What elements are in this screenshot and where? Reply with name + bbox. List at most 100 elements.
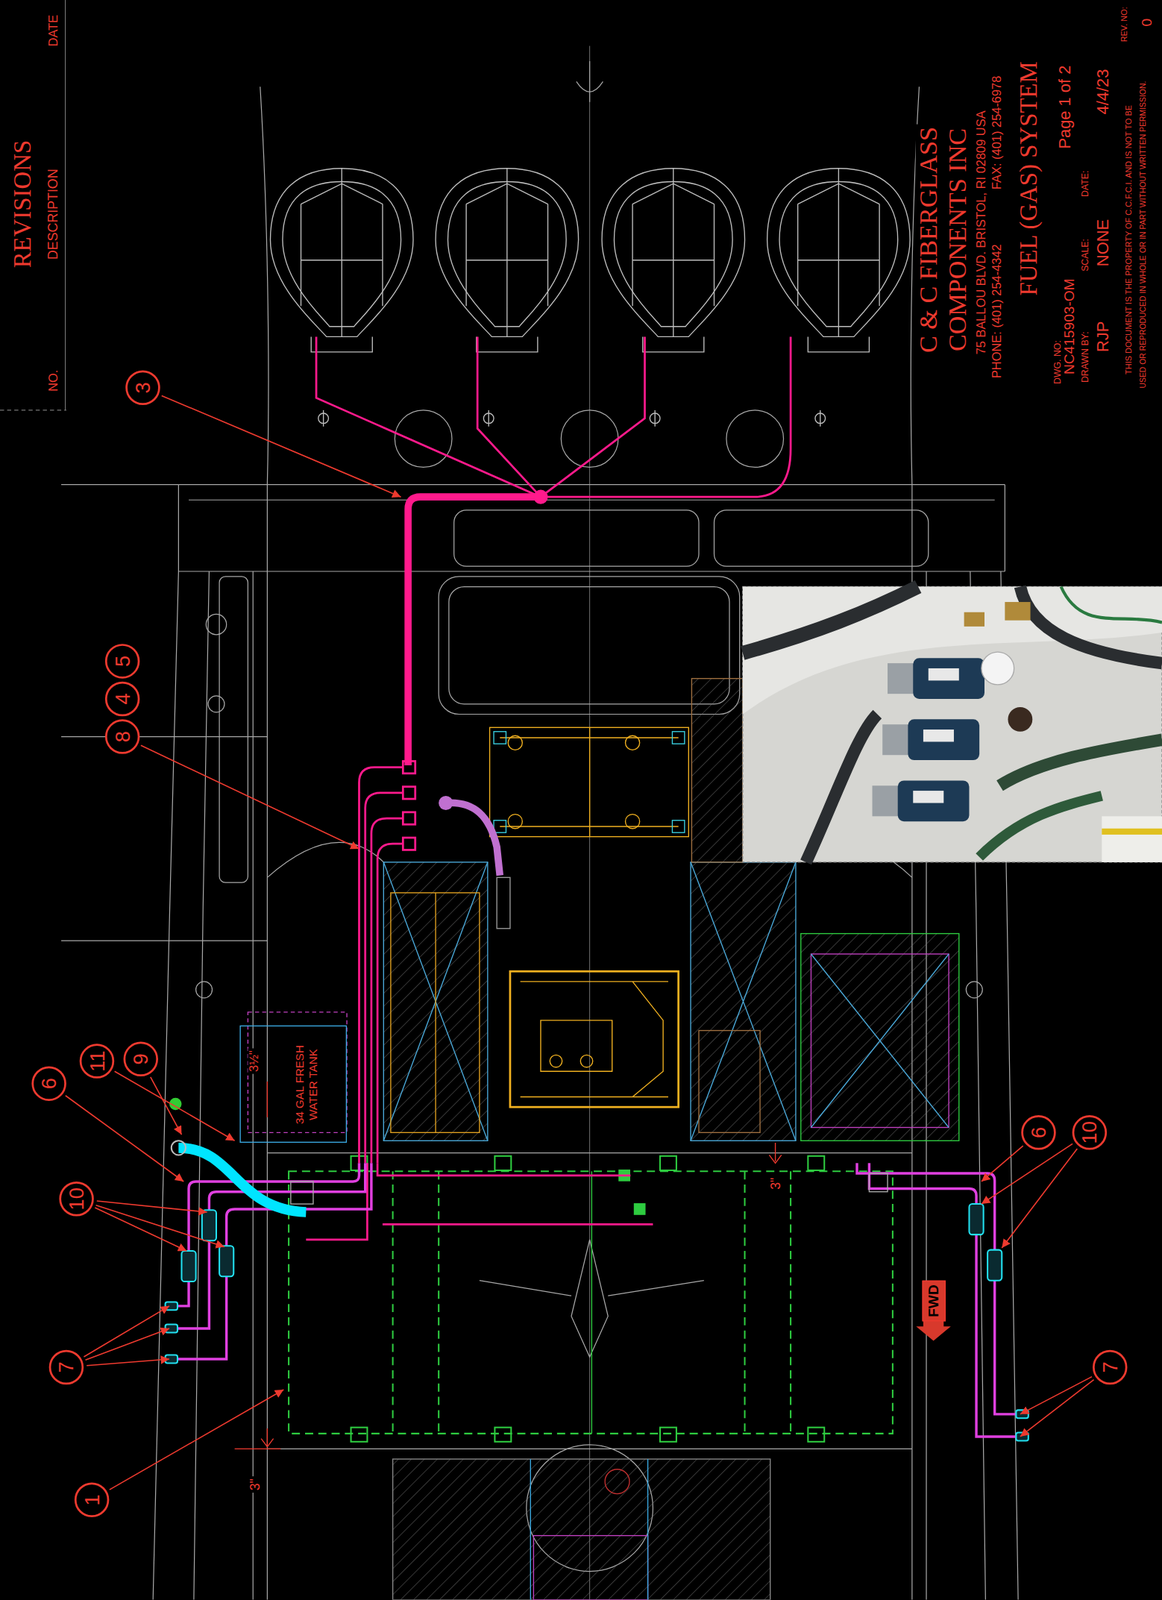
fuel-tank xyxy=(807,1156,825,1171)
callout-number: 5 xyxy=(105,643,141,679)
leader-line xyxy=(114,1071,235,1141)
inset-photo xyxy=(907,718,980,760)
company-name: C & C FIBERGLASS xyxy=(915,124,942,356)
callout-text: 6 xyxy=(38,1077,59,1089)
equipment-outline xyxy=(625,735,640,750)
fuel-line xyxy=(377,843,403,1163)
water-separator-filter xyxy=(968,1203,984,1235)
equipment-outline xyxy=(691,678,743,863)
dimension-line xyxy=(234,1081,782,1449)
callout-text: 6 xyxy=(1028,1126,1049,1139)
fuel-line xyxy=(477,336,541,497)
field-value: 4/4/23 xyxy=(1094,67,1112,117)
equipment-outline xyxy=(698,1030,760,1133)
leader-line xyxy=(85,1328,171,1360)
revision-column: NO. xyxy=(46,367,59,394)
hull-outline xyxy=(714,510,929,567)
inset-photo xyxy=(742,586,1162,863)
equipment-outline xyxy=(690,862,796,1141)
inset-photo xyxy=(1007,707,1033,732)
equipment-outline xyxy=(434,892,436,1133)
dimension: 3" xyxy=(768,1175,783,1192)
callout-number: 7 xyxy=(1092,1349,1128,1386)
leader-line xyxy=(86,1358,170,1366)
fuel-tank xyxy=(634,1203,646,1215)
dimension: 3½" xyxy=(247,1048,260,1074)
inset-photo xyxy=(882,724,911,755)
fuel-tank xyxy=(660,1156,677,1171)
fuel-tank xyxy=(351,1427,368,1442)
water-separator-filter xyxy=(165,1301,178,1310)
outboard-engine xyxy=(269,168,414,427)
disclaimer: THIS DOCUMENT IS THE PROPERTY OF C.C.F.C… xyxy=(1125,102,1134,376)
equipment-outline xyxy=(383,862,488,1141)
water-separator-filter xyxy=(165,1323,178,1333)
dimension-line xyxy=(234,1428,282,1449)
equipment-outline xyxy=(390,892,480,1133)
equipment-outline xyxy=(393,1458,771,1600)
callout-text: 10 xyxy=(66,1187,87,1210)
disclaimer: USED OR REPRODUCED IN WHOLE OR IN PART W… xyxy=(1139,79,1148,391)
leader-line xyxy=(109,1389,284,1490)
fuel-tank xyxy=(660,1427,677,1442)
equipment-outline xyxy=(520,981,669,1098)
inset-photo xyxy=(981,651,1015,685)
fill-hose xyxy=(178,1147,306,1212)
hull-outline xyxy=(576,61,604,103)
fuel-line xyxy=(407,496,541,766)
hull-outline xyxy=(454,510,699,567)
fuel-line xyxy=(371,818,403,1163)
field-label: DWG. NO: xyxy=(1053,337,1063,386)
leader-line xyxy=(65,1095,184,1182)
company-name: COMPONENTS INC xyxy=(944,126,970,354)
callout-number: 11 xyxy=(79,1043,115,1079)
callout-number: 6 xyxy=(31,1065,67,1101)
equipment-outline xyxy=(247,1012,347,1133)
fuel-tank xyxy=(393,1170,791,1434)
fuel-line xyxy=(540,336,646,497)
fuel-hose xyxy=(868,1173,888,1192)
callout-text: 10 xyxy=(1079,1120,1100,1144)
equipment-outline xyxy=(499,727,678,837)
revision-block xyxy=(0,0,67,411)
inset-photo xyxy=(912,657,985,699)
revision-heading: REVISIONS xyxy=(10,137,36,270)
callout-text: 9 xyxy=(130,1053,151,1065)
company-phone: PHONE: (401) 254-4342 xyxy=(990,242,1003,381)
vent-pipe xyxy=(438,795,453,810)
fuel-line xyxy=(402,786,415,799)
outboard-engine xyxy=(767,168,911,427)
fuel-line xyxy=(533,490,548,505)
callout-text: 7 xyxy=(1100,1361,1121,1373)
fuel-tank xyxy=(591,1170,593,1434)
equipment-outline xyxy=(383,862,488,1141)
equipment-outline xyxy=(493,820,506,833)
callout-text: 11 xyxy=(86,1050,107,1072)
forward-arrow xyxy=(915,1317,951,1341)
revision-column: DESCRIPTION xyxy=(46,167,60,262)
company-fax: FAX: (401) 254-6978 xyxy=(990,73,1003,192)
field-label: SCALE: xyxy=(1080,236,1090,273)
fuel-tank xyxy=(288,1156,893,1442)
water-separator-filter xyxy=(202,1209,217,1241)
equipment-outline xyxy=(625,814,640,829)
equipment-outline xyxy=(533,1535,648,1600)
equipment-outline xyxy=(493,731,506,744)
equipment-outline xyxy=(580,1054,593,1067)
dimension: 3" xyxy=(248,1475,262,1493)
fuel-line xyxy=(402,812,415,825)
water-tank-box: 34 GAL FRESH WATER TANK xyxy=(239,1025,347,1143)
equipment-outline xyxy=(496,877,511,928)
water-separator-filter xyxy=(165,1203,1029,1441)
inset-photo xyxy=(1101,815,1162,863)
field-label: REV. NO: xyxy=(1120,5,1130,45)
leader-line xyxy=(94,1207,187,1251)
fuel-line xyxy=(365,792,404,1164)
fuel-hose xyxy=(177,1162,1019,1437)
callout-text: 3 xyxy=(132,381,153,394)
equipment-outline xyxy=(530,1458,648,1600)
hull-outline xyxy=(726,410,784,468)
equipment-outline xyxy=(810,953,949,1128)
outboard-engine xyxy=(435,168,579,427)
leader-line xyxy=(981,1145,1024,1182)
